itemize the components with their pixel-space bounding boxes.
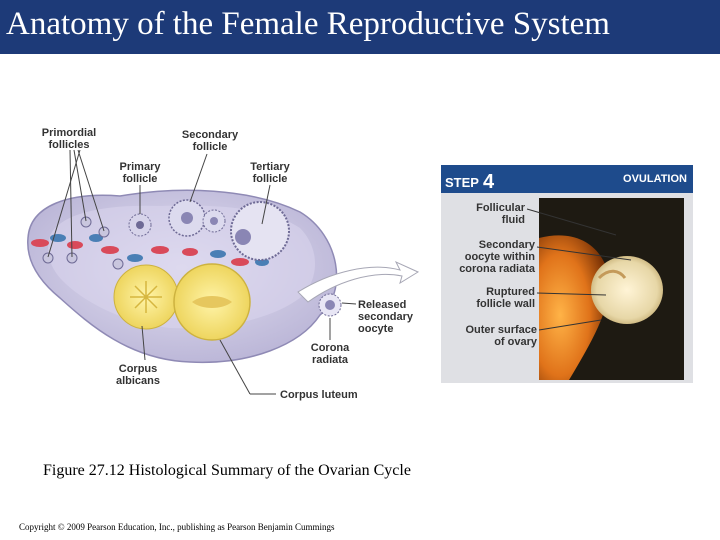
label-corpus-luteum: Corpus luteum (280, 389, 358, 401)
ovulation-heading: OVULATION (623, 173, 687, 185)
release-arrow (297, 260, 420, 303)
secondary-follicle (168, 199, 226, 237)
primary-follicles (128, 213, 152, 237)
label-primary-follicle: Primary follicle (119, 161, 161, 185)
label-corona-radiata: Corona radiata (310, 342, 350, 366)
title-bar: Anatomy of the Female Reproductive Syste… (0, 0, 720, 54)
ovulation-photo (539, 198, 684, 380)
label-primordial-follicles: Primordial follicles (41, 127, 97, 151)
released-oocyte (318, 293, 342, 317)
label-corpus-albicans: Corpus albicans (115, 363, 161, 387)
corpus-albicans-shape (113, 264, 179, 330)
label-secondary-follicle: Secondary follicle (181, 129, 239, 153)
step-word: STEP (445, 175, 479, 190)
label-tertiary-follicle: Tertiary follicle (250, 161, 290, 185)
label-released-oocyte: Released secondary oocyte (358, 299, 414, 335)
label-ruptured-wall: Ruptured follicle wall (476, 286, 535, 310)
slide-title: Anatomy of the Female Reproductive Syste… (6, 6, 610, 42)
step-number: 4 (482, 171, 495, 193)
panel-leader-lines (526, 208, 632, 331)
figure-caption: Figure 27.12 Histological Summary of the… (43, 462, 411, 479)
corpus-luteum-shape (173, 263, 251, 341)
copyright: Copyright © 2009 Pearson Education, Inc.… (19, 522, 335, 532)
label-outer-surface: Outer surface of ovary (465, 324, 537, 348)
leader-lines (47, 149, 357, 395)
label-follicular-fluid: Follicular fluid (476, 202, 525, 226)
tertiary-follicle (230, 201, 290, 261)
label-secondary-oocyte: Secondary oocyte within corona radiata (459, 239, 535, 275)
